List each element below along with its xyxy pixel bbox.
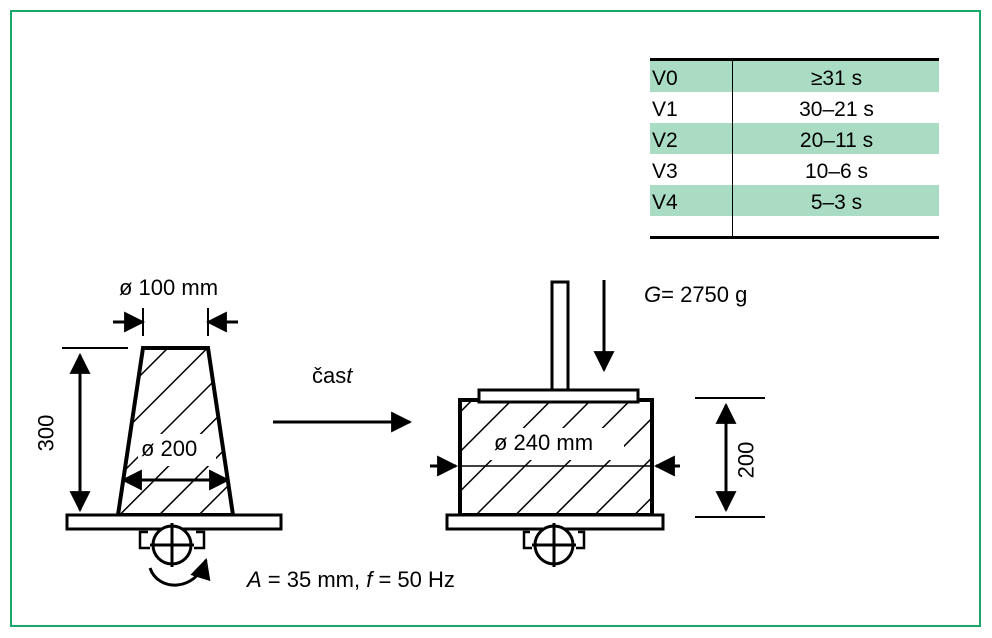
weight-label: G= 2750 g [644, 282, 748, 307]
vibration-arc-arrow [148, 557, 211, 587]
load-rod [550, 280, 570, 392]
class-code: V3 [652, 160, 678, 183]
time-label: čast [312, 363, 353, 388]
class-time: 30–21 s [799, 98, 874, 121]
table-row: V2 20–11 s [650, 123, 939, 154]
table-row: V3 10–6 s [650, 154, 939, 185]
table-bottom-rule [650, 236, 939, 239]
cylinder-assembly [430, 280, 765, 567]
table-row: V4 5–3 s [650, 185, 939, 216]
class-code: V1 [652, 98, 678, 121]
class-code: V4 [652, 191, 678, 214]
class-code: V2 [652, 129, 678, 152]
cone-body [115, 346, 236, 517]
table-column-divider [732, 60, 733, 237]
table-row: V0 ≥31 s [650, 61, 939, 92]
top-diameter-label: ø 100 mm [119, 275, 219, 300]
cylinder-diameter-label: ø 240 mm [494, 430, 594, 455]
cone-assembly [62, 308, 283, 587]
class-code: V0 [652, 67, 678, 90]
class-time: ≥31 s [810, 67, 863, 90]
cone-height-label: 300 [33, 414, 59, 452]
table-top-rule [650, 58, 939, 61]
load-plate [477, 388, 640, 404]
cone-base-diameter-label: ø 200 [141, 436, 198, 461]
class-time: 10–6 s [804, 160, 869, 183]
class-time: 20–11 s [799, 129, 874, 152]
class-time: 5–3 s [810, 191, 863, 214]
cylinder-height-label: 200 [733, 441, 759, 479]
table-row: V1 30–21 s [650, 92, 939, 123]
vibration-parameters-label: A = 35 mm, f = 50 Hz [247, 567, 455, 592]
